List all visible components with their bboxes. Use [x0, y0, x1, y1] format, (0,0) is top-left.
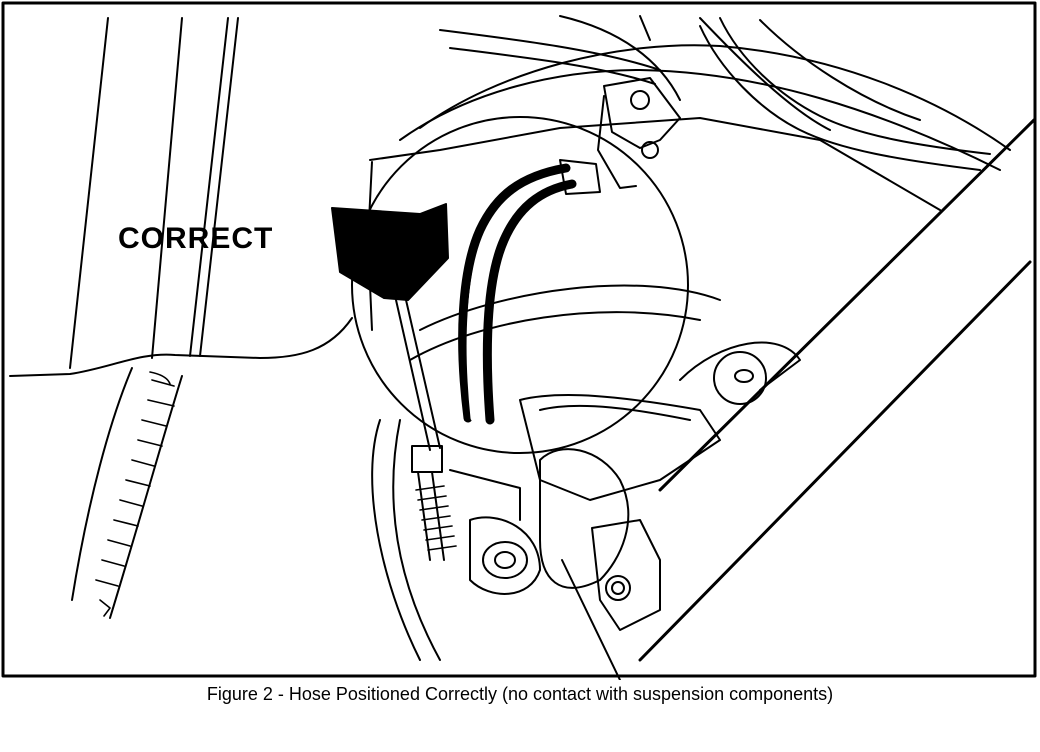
mounting-bracket	[591, 519, 661, 631]
figure-border	[1, 1, 1037, 678]
upper-hoses	[439, 17, 991, 171]
callout-arrow	[331, 203, 449, 301]
ground-line	[9, 317, 353, 377]
upper-bracket	[597, 77, 681, 189]
fender-panel	[69, 17, 239, 369]
figure-illustration	[1, 1, 1037, 680]
brake-line	[395, 299, 441, 451]
callout-label: CORRECT	[118, 222, 274, 255]
brake-hose	[458, 163, 577, 425]
brake-disc	[371, 284, 767, 661]
tire-tread	[71, 367, 183, 619]
wheel-arch	[367, 15, 1011, 331]
strut	[561, 118, 1036, 680]
hose-fitting	[411, 445, 541, 595]
detail-circle	[351, 116, 689, 454]
figure-caption: Figure 2 - Hose Positioned Correctly (no…	[206, 684, 834, 704]
